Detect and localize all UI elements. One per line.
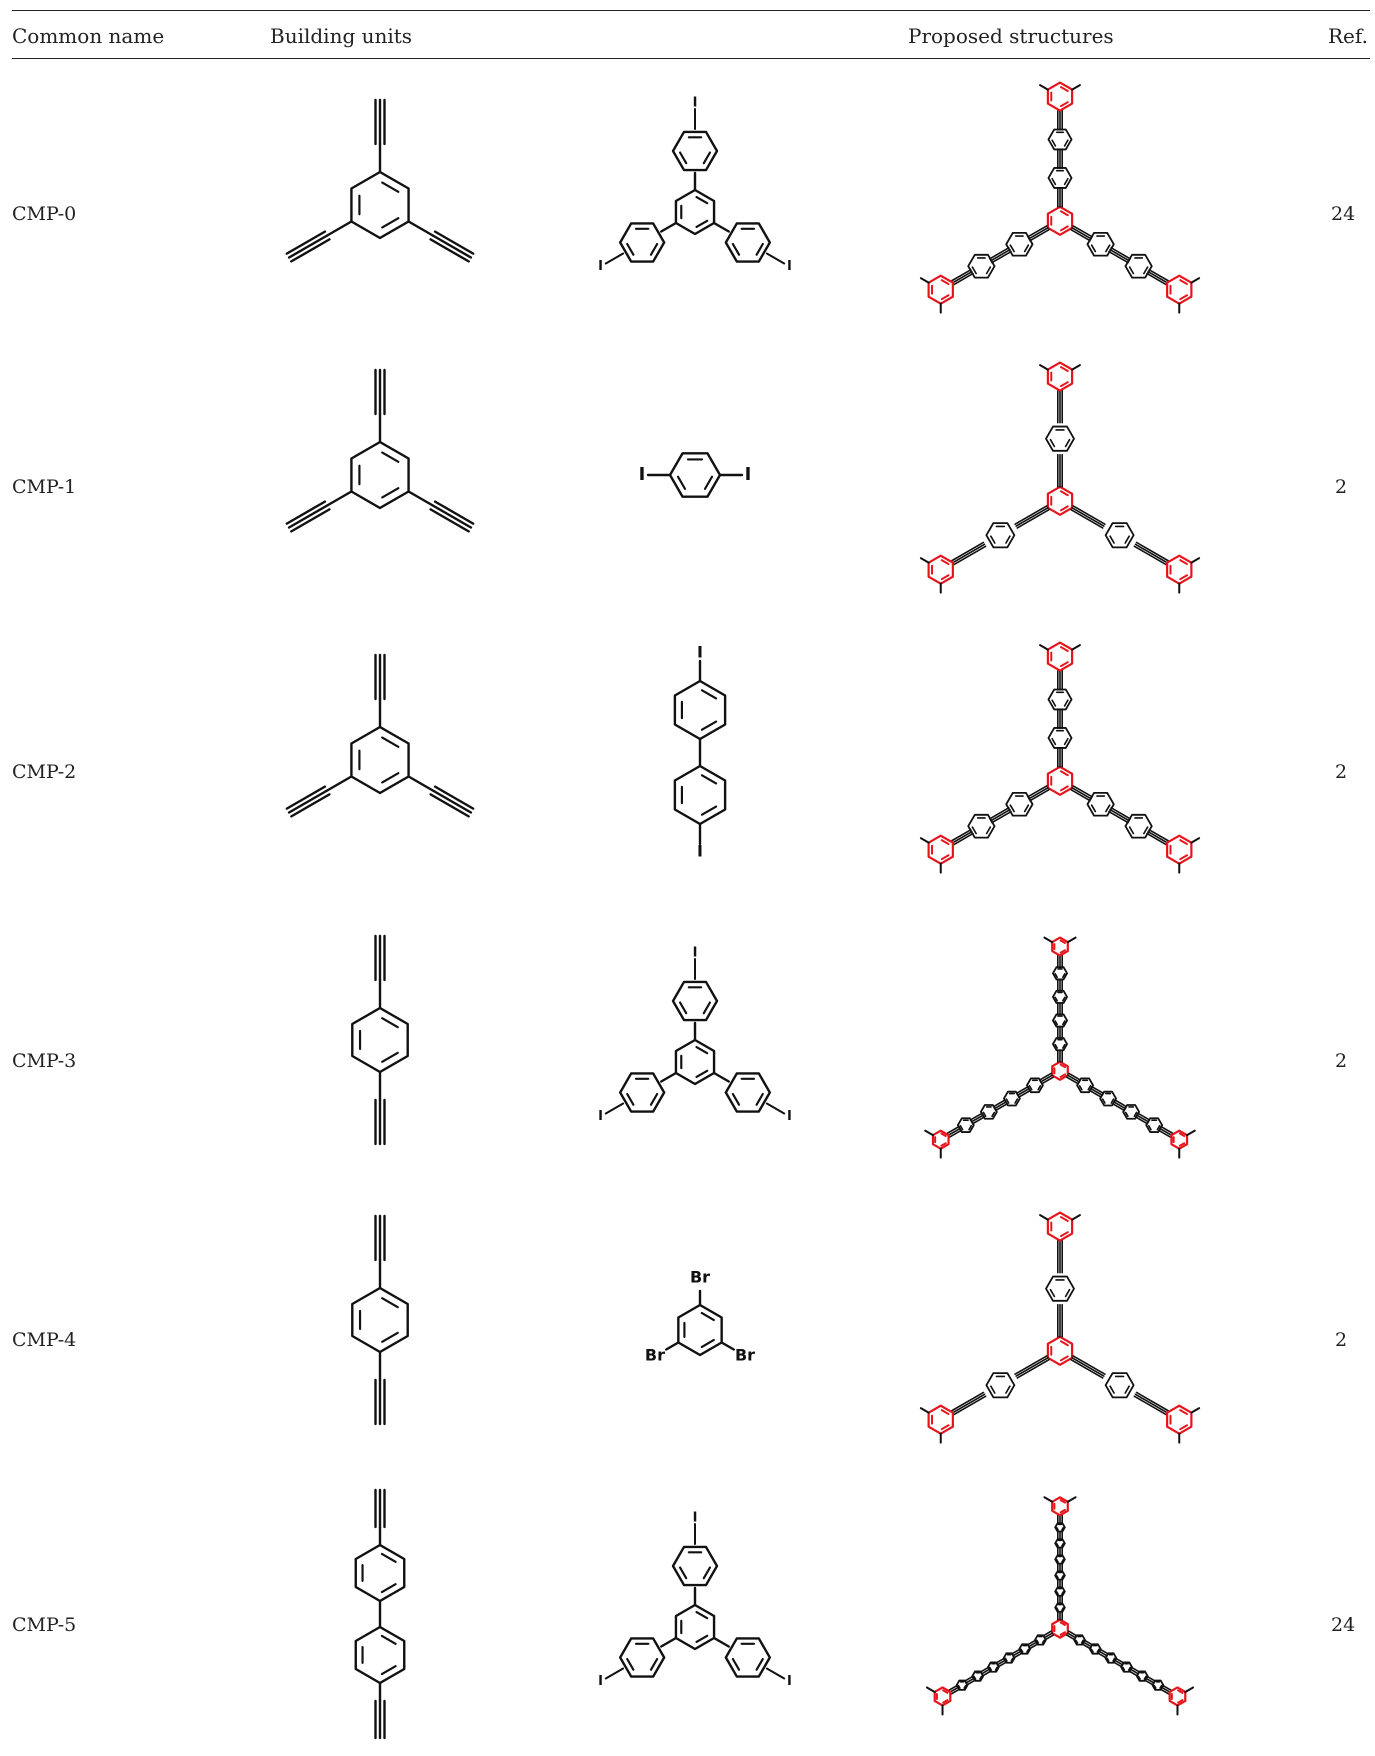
svg-text:I: I bbox=[787, 1109, 792, 1124]
cmp-0-proposed-structure bbox=[919, 81, 1201, 314]
cmp-2-proposed-structure bbox=[919, 641, 1201, 874]
svg-text:I: I bbox=[745, 464, 752, 485]
row-cmp-5-name: CMP-5 bbox=[12, 1614, 77, 1636]
row-cmp-2-ref: 2 bbox=[1335, 761, 1348, 783]
cmp-3-building-unit-a bbox=[351, 934, 409, 1146]
row-cmp-0-name: CMP-0 bbox=[12, 203, 77, 225]
svg-text:I: I bbox=[787, 1674, 792, 1689]
svg-text:I: I bbox=[693, 1511, 698, 1526]
header-building-units: Building units bbox=[270, 24, 413, 48]
svg-text:I: I bbox=[697, 842, 703, 861]
svg-text:Br: Br bbox=[645, 1346, 665, 1365]
row-cmp-2-name: CMP-2 bbox=[12, 761, 77, 783]
cmp-2-building-unit-b: II bbox=[673, 643, 727, 861]
row-cmp-3-ref: 2 bbox=[1335, 1050, 1348, 1072]
cmp-4-building-unit-a bbox=[351, 1214, 409, 1426]
cmp-5-building-unit-b: I I I bbox=[598, 1511, 792, 1690]
svg-text:I: I bbox=[697, 643, 703, 662]
svg-text:I: I bbox=[693, 946, 698, 961]
header-common-name: Common name bbox=[12, 24, 165, 48]
svg-text:I: I bbox=[598, 259, 603, 274]
row-cmp-5-ref: 24 bbox=[1331, 1614, 1356, 1636]
row-cmp-1-name: CMP-1 bbox=[12, 476, 77, 498]
row-cmp-4-name: CMP-4 bbox=[12, 1329, 77, 1351]
cmp-5-building-unit-a bbox=[354, 1488, 406, 1740]
table-header-rule bbox=[12, 58, 1370, 59]
row-cmp-0-ref: 24 bbox=[1331, 203, 1356, 225]
svg-text:I: I bbox=[693, 96, 698, 111]
cmp-1-building-unit-a bbox=[285, 368, 475, 533]
row-cmp-4-ref: 2 bbox=[1335, 1329, 1348, 1351]
svg-text:Br: Br bbox=[735, 1346, 755, 1365]
row-cmp-1-ref: 2 bbox=[1335, 476, 1348, 498]
cmp-0-building-unit-a bbox=[285, 98, 475, 263]
cmp-4-proposed-structure bbox=[919, 1211, 1201, 1444]
cmp-2-building-unit-a bbox=[285, 653, 475, 818]
cmp-3-proposed-structure bbox=[924, 936, 1196, 1159]
svg-text:I: I bbox=[787, 259, 792, 274]
cmp-5-proposed-structure bbox=[925, 1496, 1195, 1716]
table-top-rule bbox=[12, 10, 1370, 11]
cmp-0-building-unit-b: I I I bbox=[598, 96, 792, 275]
svg-text:I: I bbox=[639, 464, 646, 485]
header-proposed-structures: Proposed structures bbox=[908, 24, 1114, 48]
svg-text:I: I bbox=[598, 1674, 603, 1689]
header-ref: Ref. bbox=[1328, 24, 1368, 48]
svg-text:Br: Br bbox=[690, 1268, 710, 1287]
svg-text:I: I bbox=[598, 1109, 603, 1124]
cmp-3-building-unit-b: I I I bbox=[598, 946, 792, 1125]
row-cmp-3-name: CMP-3 bbox=[12, 1050, 77, 1072]
cmp-1-proposed-structure bbox=[919, 361, 1201, 594]
